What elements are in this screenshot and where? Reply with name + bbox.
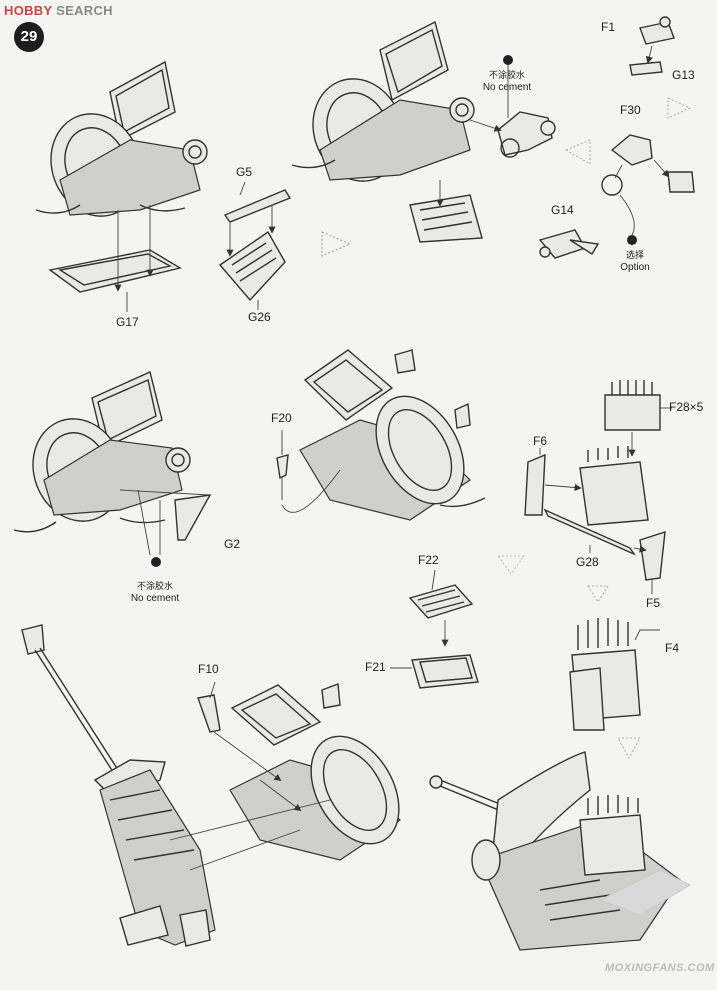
subassembly-bottom-center [169,681,401,871]
note-no-cement-top: 不涂胶水 No cement [472,70,542,94]
label-f28x5: F28×5 [669,400,704,414]
final-assembly [429,751,681,951]
part-f22-f21 [390,569,479,689]
note-no-cement-middle-en: No cement [130,593,180,604]
note-option: 选择 Option [605,250,665,274]
label-f22: F22 [418,553,439,567]
label-f1: F1 [601,20,616,34]
label-f30: F30 [620,103,641,117]
step-number-badge: 29 [14,22,44,52]
subassembly-middle-center [276,349,486,521]
subassembly-top-center [291,20,556,243]
label-g5: G5 [236,165,253,179]
note-no-cement-top-cn: 不涂胶水 [488,71,525,81]
direction-arrow-1 [321,231,352,257]
note-option-en: Option [620,262,650,273]
label-f5: F5 [646,596,661,610]
watermark-part1: HOBBY [4,3,53,18]
subassembly-top-left [35,60,208,312]
label-g28: G28 [576,555,599,569]
label-g17: G17 [116,315,139,329]
label-f10: F10 [198,662,219,676]
note-no-cement-top-en: No cement [482,82,532,93]
note-no-cement-middle: 不涂胶水 No cement [120,581,190,605]
subassembly-middle-left [13,371,212,567]
label-g2: G2 [224,537,241,551]
label-f21: F21 [365,660,386,674]
part-f1-g13 [629,16,675,76]
label-g14: G14 [551,203,574,217]
part-g14 [538,229,600,259]
label-f20: F20 [271,411,292,425]
label-f4: F4 [665,641,680,655]
label-f6: F6 [533,434,548,448]
moxingfans-logo [598,869,692,916]
moxingfans-watermark: MOXINGFANS.COM [605,962,715,974]
direction-arrow-down-1 [497,555,641,760]
note-no-cement-middle-cn: 不涂胶水 [136,582,173,592]
label-g13: G13 [672,68,695,82]
part-f4-ammo-box [569,618,660,731]
part-f28-ammo [524,380,672,594]
direction-arrow-2 [564,97,692,165]
part-f30 [601,134,695,245]
subassembly-gun-barrel [21,624,216,947]
part-g5-g26 [218,181,292,310]
watermark-part2: SEARCH [52,3,113,18]
label-g26: G26 [248,310,271,324]
note-option-cn: 选择 [625,251,644,261]
hobby-search-watermark: HOBBY SEARCH [4,3,113,18]
